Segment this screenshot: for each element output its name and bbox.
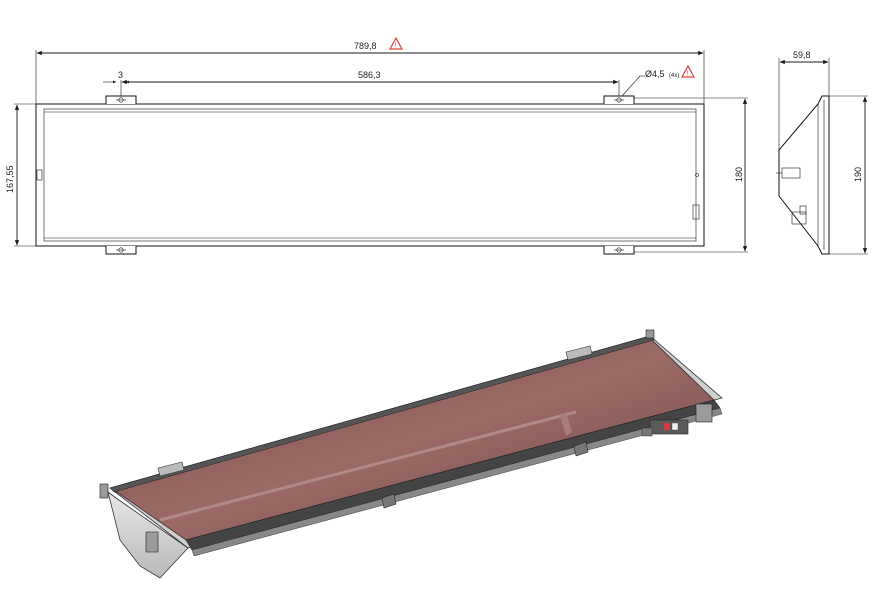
luminaire-profile [776,95,830,255]
warning-triangle-icon: ! [680,64,696,78]
side-height-label: 190 [853,167,863,182]
connector-block [641,419,689,437]
svg-text:!: ! [395,43,397,50]
hole-diameter-label: Ø4,5 [645,69,665,79]
depth-label: 59,8 [793,50,811,60]
outer-height-label: 180 [734,167,744,182]
tab-width-label: 3 [118,70,123,80]
warning-triangle-icon: ! [388,36,404,50]
overall-length-label: 789,8 [354,41,377,51]
side-view: 59,8 190 [776,50,868,255]
hole-spacing-label: 586,3 [358,70,381,80]
inner-height-label: 167,55 [5,165,15,193]
luminaire-3d-render [99,329,723,579]
svg-text:!: ! [687,71,689,78]
luminaire-frame-top [35,95,705,255]
top-view: 789,8 ! 586,3 3 Ø4,5 (4x) ! [5,36,748,255]
back-rail [109,335,655,493]
hole-count-label: (4x) [669,73,679,79]
